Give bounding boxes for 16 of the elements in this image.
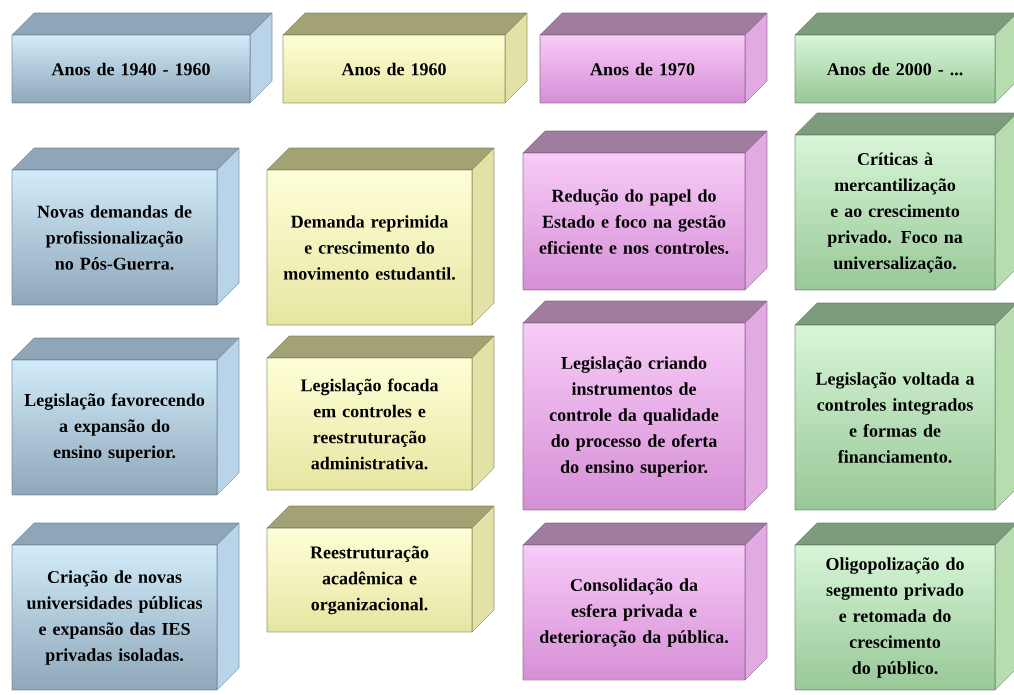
content-box: Legislação favorecendo a expansão do ensino superior. xyxy=(11,337,240,496)
content-box: Redução do papel do Estado e foco na gestão eficiente e nos controles. xyxy=(522,130,768,291)
header-box: Anos de 1940 - 1960 xyxy=(11,12,273,104)
content-box: Legislação focada em controles e reestruturação administrativa. xyxy=(266,335,495,491)
header-box: Anos de 2000 - ... xyxy=(794,12,1014,104)
content-box: Legislação criando instrumentos de controle da qualidade do processo de oferta do ensino superior. xyxy=(522,300,768,511)
header-box: Anos de 1970 xyxy=(539,12,768,104)
content-box: Oligopolização do segmento privado e retomada do crescimento do público. xyxy=(794,522,1014,691)
content-box: Demanda reprimida e crescimento do movimento estudantil. xyxy=(266,147,495,326)
header-box: Anos de 1960 xyxy=(282,12,528,104)
content-box: Críticas à mercantilização e ao crescimento privado. Foco na universalização. xyxy=(794,112,1014,291)
content-box: Novas demandas de profissionalização no Pós-Guerra. xyxy=(11,147,240,306)
content-box: Criação de novas universidades públicas e expansão das IES privadas isoladas. xyxy=(11,522,240,691)
content-box: Reestruturação acadêmica e organizacional. xyxy=(266,505,495,633)
content-box: Legislação voltada a controles integrados e formas de financiamento. xyxy=(794,302,1014,511)
content-box: Consolidação da esfera privada e deterioração da pública. xyxy=(522,522,768,681)
